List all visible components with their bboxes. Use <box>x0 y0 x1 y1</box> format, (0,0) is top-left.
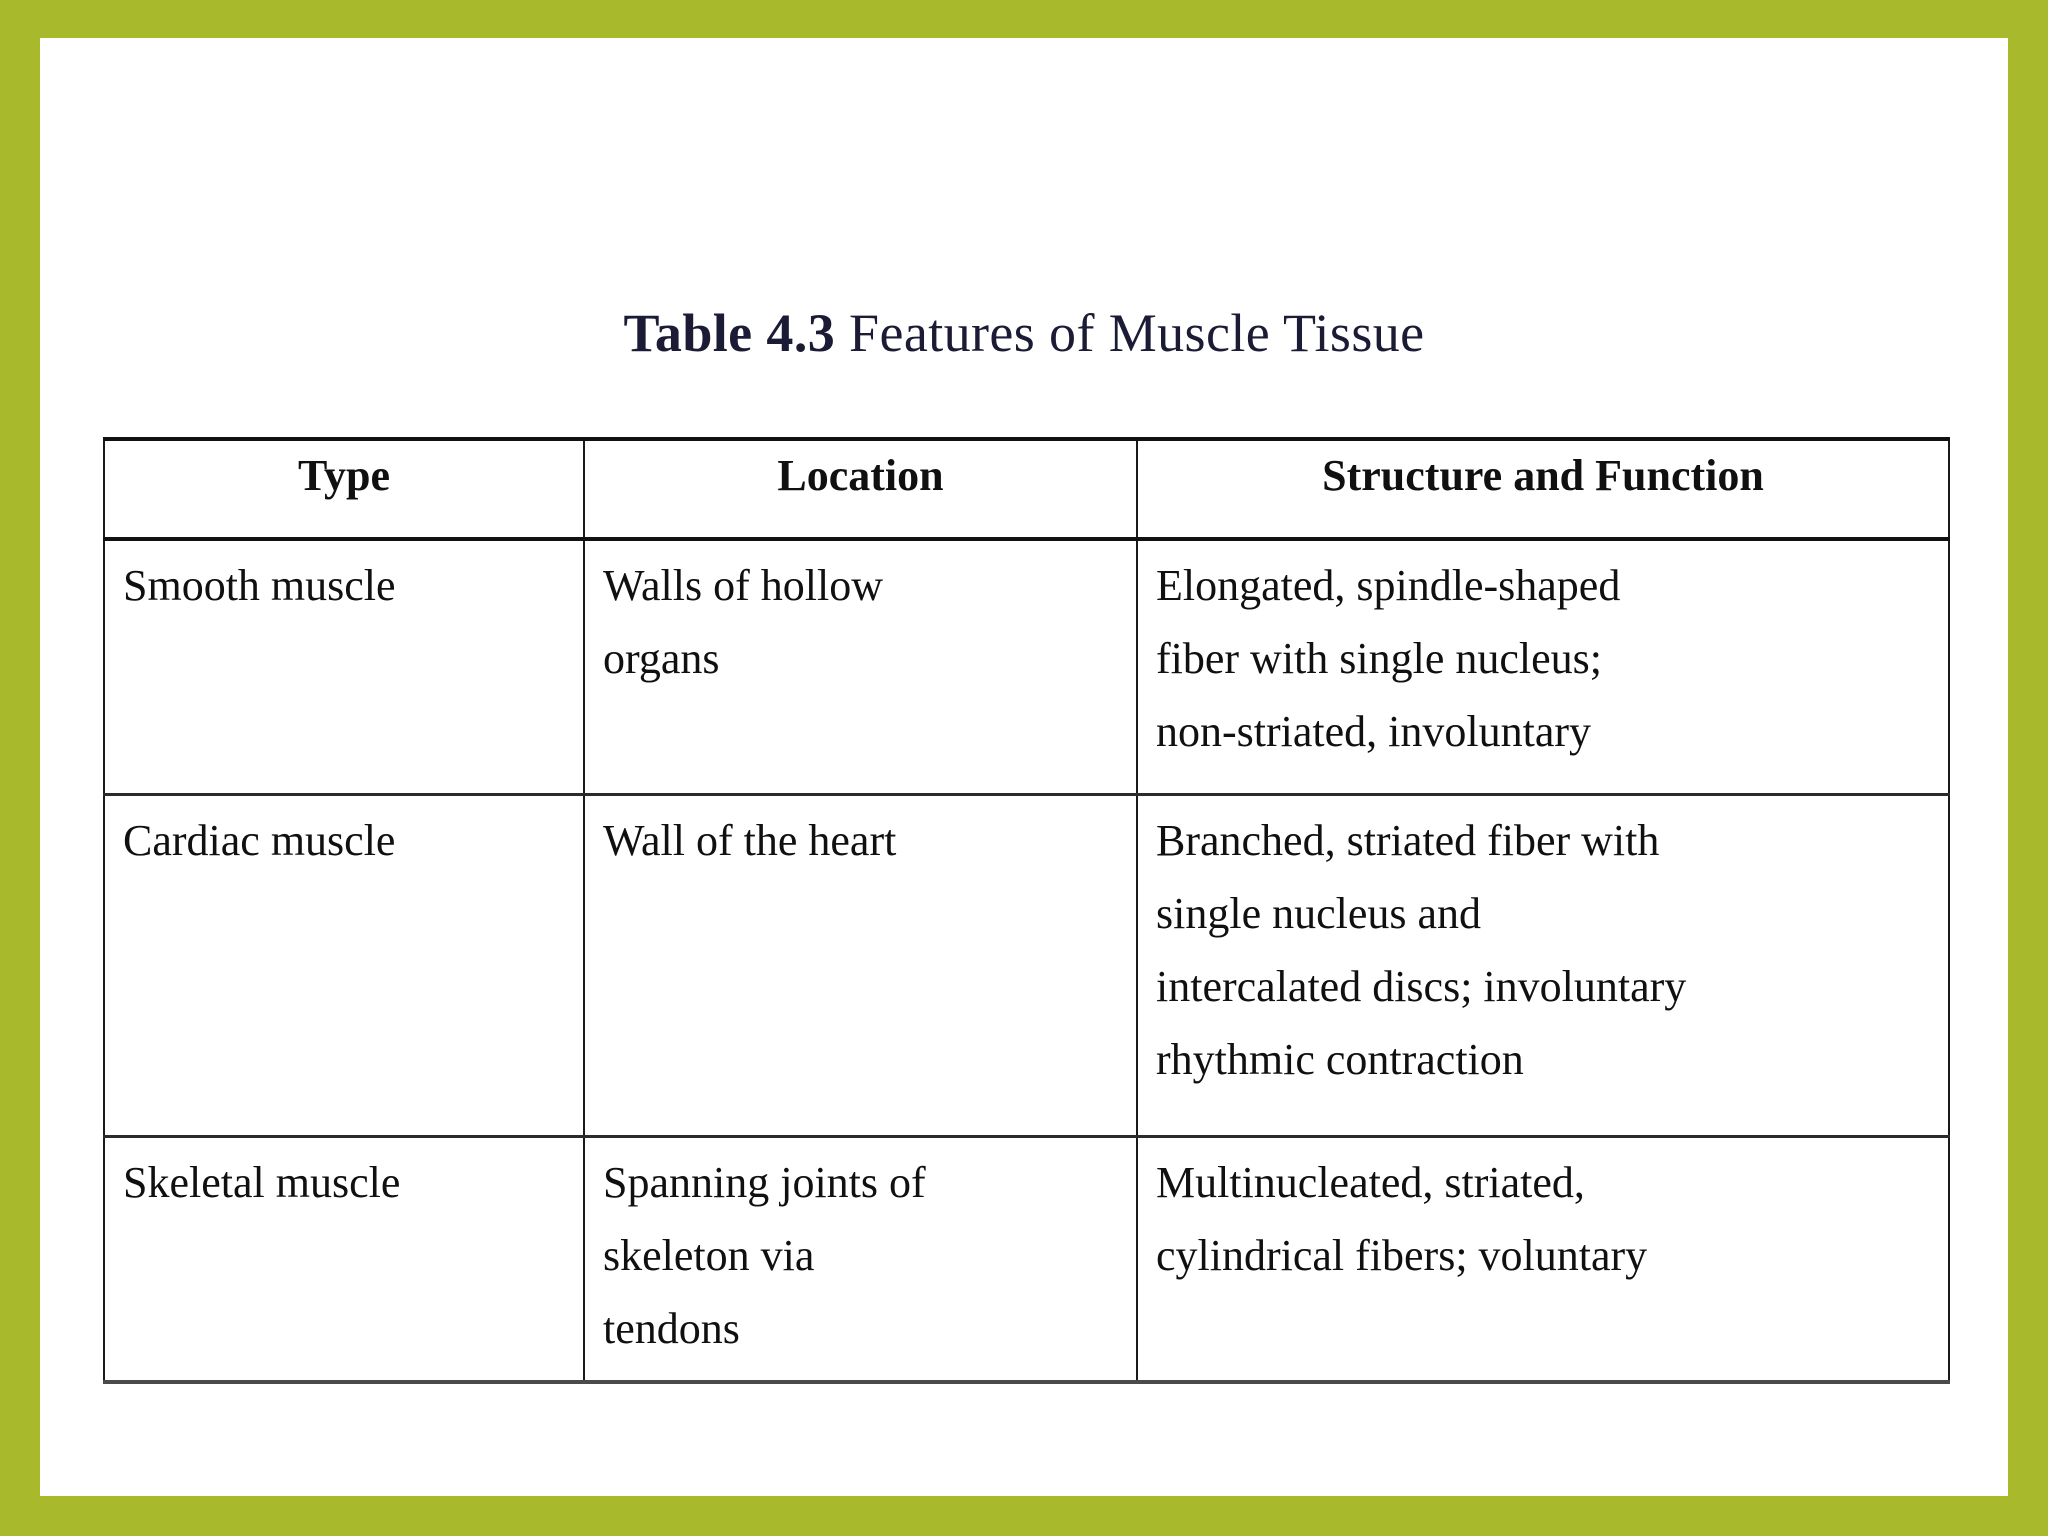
cell-location-smooth: Walls of hollow organs <box>583 538 1138 796</box>
cell-text: Spanning joints of skeleton via tendons <box>603 1158 926 1353</box>
table-row: Smooth muscle Walls of hollow organs Elo… <box>103 538 1950 796</box>
table-body: Smooth muscle Walls of hollow organs Elo… <box>103 538 1950 1384</box>
cell-structure-function-smooth: Elongated, spindle-shaped fiber with sin… <box>1136 538 1950 796</box>
cell-text: Branched, striated fiber with single nuc… <box>1156 816 1687 1084</box>
cell-text: Smooth muscle <box>123 561 396 610</box>
table-title: Table 4.3 Features of Muscle Tissue <box>40 303 2008 363</box>
table-row: Skeletal muscle Spanning joints of skele… <box>103 1135 1950 1384</box>
muscle-tissue-table: Type Location Structure and Function Smo… <box>103 437 1950 1384</box>
table-header-row: Type Location Structure and Function <box>103 437 1950 541</box>
cell-text: Multinucleated, striated, cylindrical fi… <box>1156 1158 1648 1280</box>
cell-location-skeletal: Spanning joints of skeleton via tendons <box>583 1135 1138 1384</box>
table-title-caption: Features of Muscle Tissue <box>835 303 1425 363</box>
muscle-tissue-table-container: Type Location Structure and Function Smo… <box>103 437 1950 1384</box>
table-header: Type Location Structure and Function <box>103 437 1950 541</box>
cell-structure-function-cardiac: Branched, striated fiber with single nuc… <box>1136 793 1950 1138</box>
cell-type-smooth: Smooth muscle <box>103 538 585 796</box>
cell-location-cardiac: Wall of the heart <box>583 793 1138 1138</box>
table-title-number: Table 4.3 <box>623 303 836 363</box>
cell-text: Cardiac muscle <box>123 816 396 865</box>
column-header-location: Location <box>583 437 1138 541</box>
cell-text: Elongated, spindle-shaped fiber with sin… <box>1156 561 1621 756</box>
column-header-type: Type <box>103 437 585 541</box>
slide-content-area: Table 4.3 Features of Muscle Tissue Type… <box>40 38 2008 1496</box>
cell-text: Walls of hollow organs <box>603 561 883 683</box>
cell-text: Wall of the heart <box>603 816 897 865</box>
column-header-structure-function: Structure and Function <box>1136 437 1950 541</box>
table-title-text: Table 4.3 Features of Muscle Tissue <box>623 303 1424 363</box>
cell-structure-function-skeletal: Multinucleated, striated, cylindrical fi… <box>1136 1135 1950 1384</box>
cell-text: Skeletal muscle <box>123 1158 401 1207</box>
cell-type-skeletal: Skeletal muscle <box>103 1135 585 1384</box>
cell-type-cardiac: Cardiac muscle <box>103 793 585 1138</box>
table-row: Cardiac muscle Wall of the heart Branche… <box>103 793 1950 1138</box>
